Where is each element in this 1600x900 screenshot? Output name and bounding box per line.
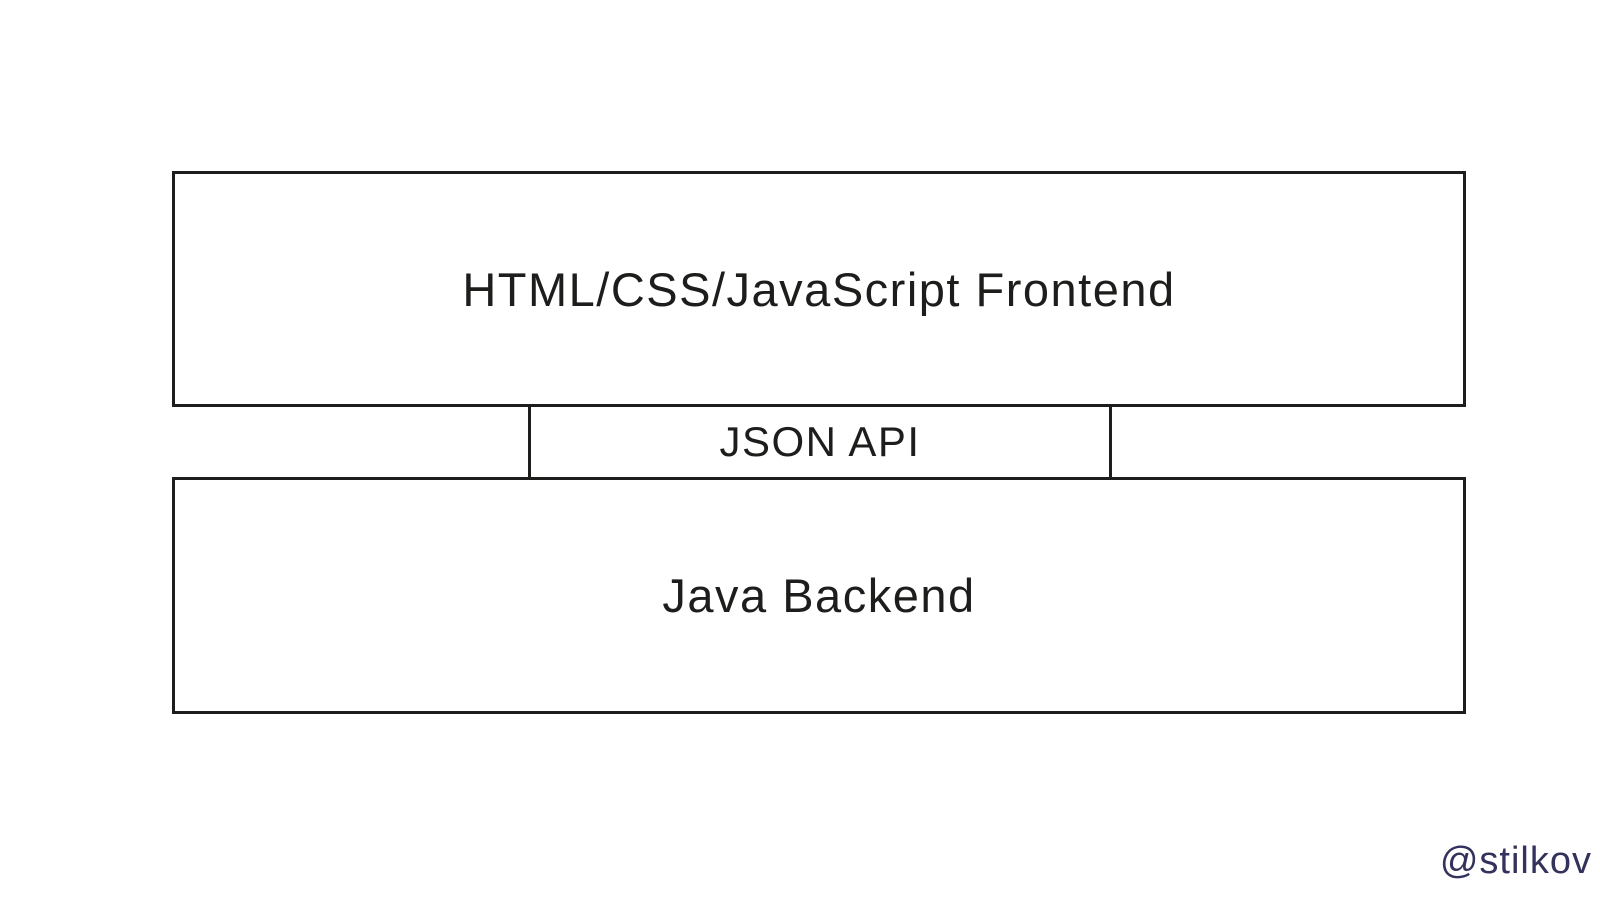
author-watermark: @stilkov: [1439, 840, 1592, 882]
backend-box: Java Backend: [172, 477, 1466, 714]
backend-box-label: Java Backend: [662, 569, 976, 622]
json-api-connector-box: JSON API: [528, 404, 1112, 480]
json-api-label: JSON API: [719, 418, 921, 465]
frontend-box: HTML/CSS/JavaScript Frontend: [172, 171, 1466, 407]
frontend-box-label: HTML/CSS/JavaScript Frontend: [462, 262, 1176, 316]
